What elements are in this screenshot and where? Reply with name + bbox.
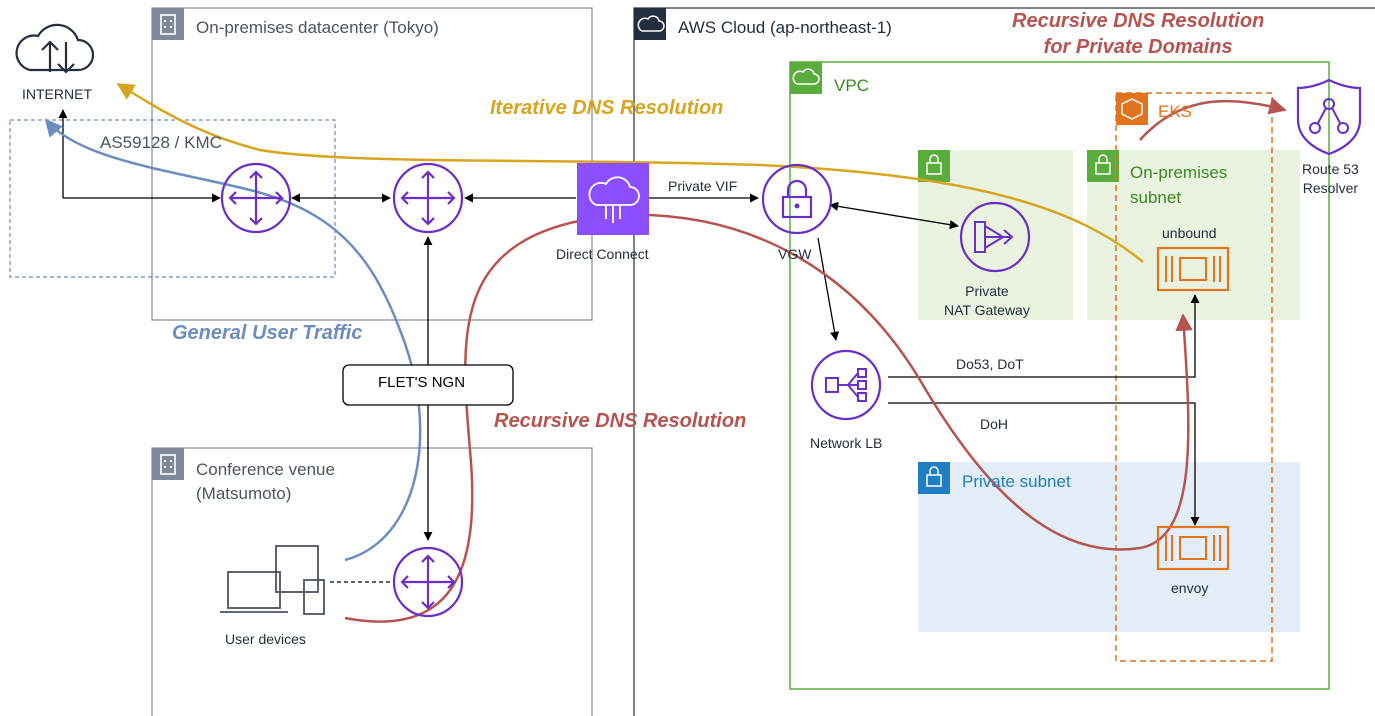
- internet-label: INTERNET: [22, 86, 92, 102]
- direct-connect-icon: [577, 163, 649, 235]
- aws-cloud-title: AWS Cloud (ap-northeast-1): [678, 18, 892, 37]
- private-subnet-group: [918, 462, 1300, 632]
- cloud-icon: [637, 15, 665, 32]
- network-lb-icon: [810, 349, 882, 421]
- unbound-container-icon: [1156, 246, 1230, 292]
- vpc-title: VPC: [834, 76, 869, 95]
- doh-label: DoH: [980, 416, 1009, 432]
- building-icon: [160, 14, 176, 35]
- router-icon: [392, 162, 464, 234]
- building-icon: [160, 454, 176, 475]
- general-traffic-flow: [44, 118, 422, 562]
- general-traffic-label: General User Traffic: [172, 322, 363, 344]
- network-connectors: [58, 109, 1200, 583]
- lock-icon: [926, 466, 942, 487]
- vgw-label: VGW: [778, 246, 812, 262]
- recursive-dns-flow: [344, 213, 1193, 623]
- vpc-group: [789, 61, 1330, 690]
- route53-resolver-label: Route 53 Resolver: [1302, 161, 1359, 196]
- network-lb-label: Network LB: [810, 435, 883, 451]
- conference-venue-title: Conference venue (Matsumoto): [196, 460, 335, 503]
- recursive-dns-label: Recursive DNS Resolution: [494, 410, 747, 432]
- nat-gateway-icon: [959, 201, 1031, 273]
- router-icon: [220, 162, 292, 234]
- vpc-cloud-icon: [792, 68, 820, 85]
- router-icon: [392, 546, 464, 618]
- internet-cloud-icon: [15, 23, 95, 74]
- eks-icon: [1121, 98, 1143, 120]
- direct-connect-label: Direct Connect: [556, 246, 649, 262]
- onprem-datacenter-title: On-premises datacenter (Tokyo): [196, 18, 439, 37]
- eks-group: [1115, 92, 1273, 662]
- route53-resolver-icon: [1296, 78, 1362, 156]
- do53-dot-label: Do53, DoT: [956, 356, 1024, 372]
- unbound-label: unbound: [1162, 225, 1217, 241]
- vgw-icon: [761, 163, 833, 235]
- user-devices-icon: [220, 545, 325, 615]
- flets-box: [342, 364, 514, 406]
- onprem-subnet-group: [1087, 150, 1300, 320]
- nat-subnet-group: [918, 150, 1073, 320]
- as-group: [9, 119, 336, 278]
- user-devices-label: User devices: [225, 631, 306, 647]
- envoy-container-icon: [1156, 525, 1230, 571]
- aws-cloud-group: [633, 7, 1375, 716]
- onprem-subnet-title: On-premises subnet: [1130, 163, 1228, 207]
- lock-icon: [1095, 154, 1111, 175]
- envoy-label: envoy: [1171, 580, 1209, 596]
- recursive-private-flow: [1139, 97, 1287, 141]
- flets-label: FLET'S NGN: [378, 374, 466, 391]
- private-vif-label: Private VIF: [668, 178, 738, 194]
- nat-gateway-label: Private NAT Gateway: [944, 283, 1030, 318]
- iterative-dns-flow: [116, 82, 1144, 263]
- eks-title: EKS: [1158, 102, 1193, 121]
- private-subnet-title: Private subnet: [962, 472, 1071, 491]
- lock-icon: [926, 154, 942, 175]
- conference-venue-group: [151, 447, 593, 716]
- recursive-private-dns-label: Recursive DNS Resolution for Private Dom…: [1012, 10, 1265, 58]
- as-title: AS59128 / KMC: [100, 133, 222, 152]
- iterative-dns-label: Iterative DNS Resolution: [490, 97, 724, 119]
